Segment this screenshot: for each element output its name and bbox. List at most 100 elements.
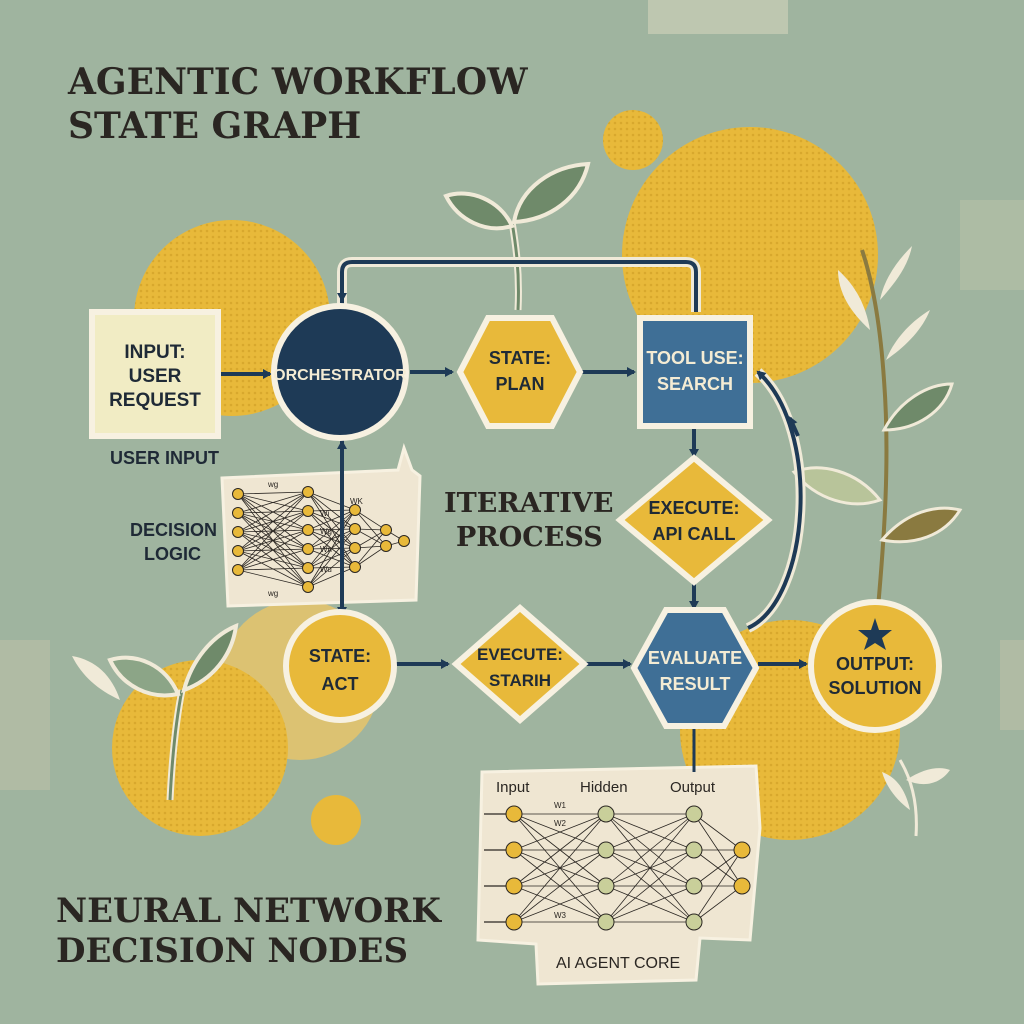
network-node [398,535,410,547]
network-edge [354,509,387,531]
feedback-arrow [747,370,803,630]
ai-agent-core-card: Input Hidden Output W1 W2 W3 AI AGENT CO… [476,764,762,986]
network-edge [693,849,743,887]
network-node [505,805,523,823]
network-node [232,545,244,557]
node-state-act-label: STATE: [309,646,371,666]
network-node [380,540,392,552]
network-edge [307,509,356,569]
core-caption: AI AGENT CORE [556,955,680,972]
core-header-input: Input [496,779,530,796]
plant-branch-right [791,246,963,837]
network-edge [237,510,309,571]
iterative-label-line-2: PROCESS [456,522,603,553]
mini-weight-label: WK [350,497,364,506]
core-weight-label: W3 [554,911,567,920]
decision-logic-caption: DECISION [130,520,217,540]
node-execute-api-label: API CALL [653,524,736,544]
node-execute-search-label: STARIH [489,671,551,690]
network-edge [237,491,309,571]
network-edge [693,885,743,923]
network-edge [237,567,309,571]
network-edge [237,529,309,571]
core-header-hidden: Hidden [580,779,628,796]
network-node [380,524,392,536]
loop-back-arrow [340,260,698,312]
mini-weight-label: Wi [320,509,330,518]
node-state-act: STATE: ACT [283,609,397,723]
node-tool-use-label: SEARCH [657,374,733,394]
network-node [232,526,244,538]
network-node [232,507,244,519]
network-node [232,564,244,576]
network-edge [513,885,607,923]
network-node [597,841,615,859]
network-edge [605,813,695,923]
iterative-label-line-1: ITERATIVE [444,488,613,519]
network-edge [307,528,356,588]
network-edge [354,545,387,568]
node-output-label: OUTPUT: [836,654,914,674]
title-line-2: STATE GRAPH [68,105,361,147]
node-input-label: USER [129,366,182,387]
network-node [597,877,615,895]
network-node [505,913,523,931]
network-node [685,877,703,895]
footer-title-line-2: DECISION NODES [56,931,408,971]
node-output: OUTPUT: SOLUTION [808,599,942,733]
title-line-1: AGENTIC WORKFLOW [67,61,528,103]
network-edge [693,849,743,923]
mini-weight-label: Wg [320,527,332,536]
node-state-plan: STATE: PLAN [456,315,584,429]
node-evaluate-label: EVALUATE [648,648,742,668]
network-edge [605,849,695,923]
network-edge [237,569,309,588]
node-input-label: REQUEST [109,390,201,411]
network-edge [513,813,607,851]
network-edge [237,491,309,533]
network-node [302,581,314,593]
network-edge [605,885,695,923]
network-edge [513,849,607,923]
mini-weight-label: wg [267,589,278,598]
network-edge [237,491,309,514]
mini-weight-label: Wu [320,565,332,574]
user-input-caption: USER INPUT [110,448,219,468]
node-execute-api: EXECUTE: API CALL [615,454,773,586]
network-edge [307,509,356,550]
network-node [302,524,314,536]
network-node [302,486,314,498]
network-node [302,543,314,555]
network-node [733,877,751,895]
network-node [349,542,361,554]
node-evaluate: EVALUATE RESULT [630,607,760,729]
node-state-plan-label: PLAN [496,374,545,394]
network-edge [605,813,695,851]
node-output-label: SOLUTION [829,678,922,698]
network-edge [354,529,387,568]
network-node [685,841,703,859]
node-input: INPUT: USER REQUEST [89,309,221,439]
plant-sprout-left [72,622,239,801]
mini-weight-label: Wn [320,545,332,554]
network-node [597,805,615,823]
mini-network-graph [232,486,410,593]
network-node [685,805,703,823]
node-state-act-label: ACT [322,674,359,694]
network-node [349,561,361,573]
node-tool-use: TOOL USE: SEARCH [637,315,753,429]
network-edge [237,491,309,495]
connectors [218,257,808,772]
network-node [232,488,244,500]
core-header-output: Output [670,779,716,796]
node-evaluate-label: RESULT [660,674,731,694]
footer-title-line-1: NEURAL NETWORK [56,891,442,931]
core-weight-label: W2 [554,819,567,828]
network-edge [693,813,743,851]
paper-patch-right-2 [1000,640,1024,730]
network-node [597,913,615,931]
decision-logic-caption: LOGIC [144,544,201,564]
network-node [505,841,523,859]
network-edge [237,548,309,571]
